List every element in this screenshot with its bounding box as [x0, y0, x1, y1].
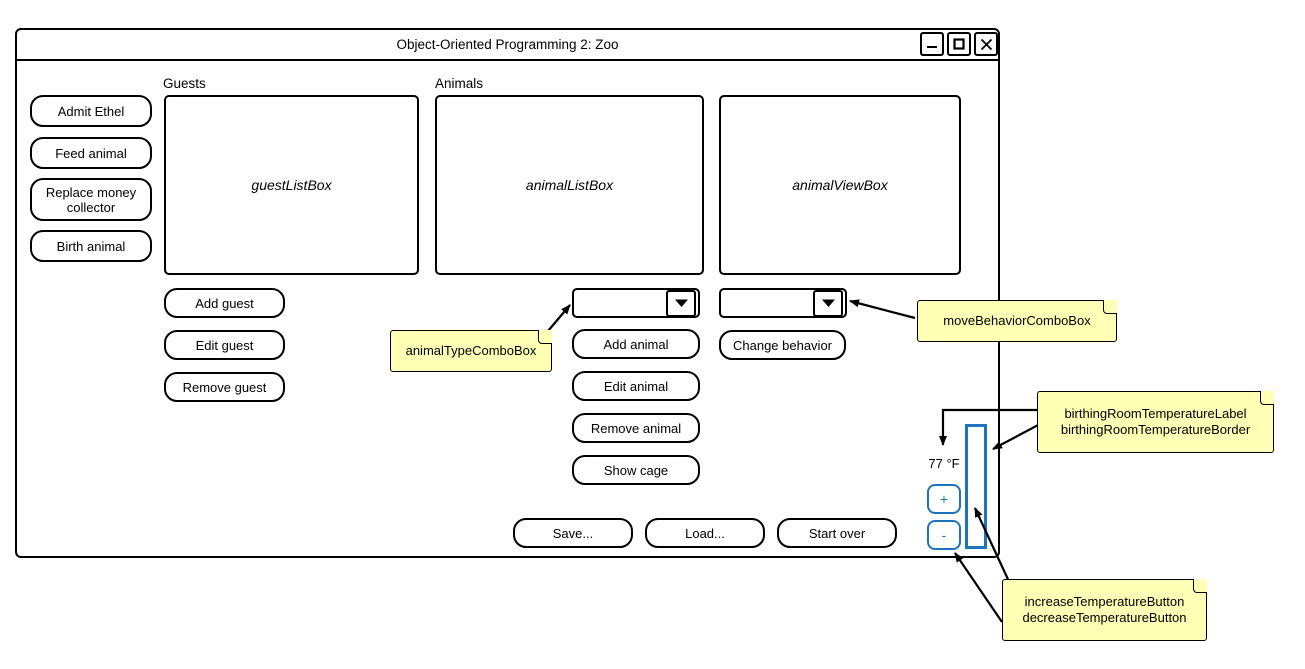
chevron-down-icon[interactable]: [813, 289, 843, 317]
animal-list-box[interactable]: animalListBox: [435, 95, 704, 275]
callout-text: birthingRoomTemperatureLabel birthingRoo…: [1060, 406, 1251, 437]
callout-temperature-buttons: increaseTemperatureButton decreaseTemper…: [1002, 579, 1207, 641]
admit-ethel-button[interactable]: Admit Ethel: [30, 95, 152, 127]
remove-animal-button[interactable]: Remove animal: [572, 413, 700, 443]
button-label: Change behavior: [732, 337, 833, 353]
maximize-button[interactable]: [947, 32, 971, 56]
button-label: Remove animal: [590, 420, 682, 436]
button-label: Show cage: [603, 462, 669, 478]
button-label: Save...: [552, 525, 594, 541]
close-icon: [980, 38, 992, 50]
minimize-icon: [927, 46, 937, 48]
callout-text: animalTypeComboBox: [405, 343, 537, 358]
animal-view-box-placeholder: animalViewBox: [792, 177, 888, 193]
edit-animal-button[interactable]: Edit animal: [572, 371, 700, 401]
animal-list-box-placeholder: animalListBox: [525, 177, 614, 193]
folded-corner-icon: [1103, 300, 1117, 314]
callout-text: moveBehaviorComboBox: [943, 313, 1091, 328]
window-title: Object-Oriented Programming 2: Zoo: [396, 37, 619, 52]
button-label: +: [939, 491, 949, 507]
move-behavior-combo-box[interactable]: [719, 288, 847, 318]
close-button[interactable]: [974, 32, 998, 56]
guests-label: Guests: [163, 76, 206, 91]
button-label: -: [941, 527, 947, 543]
leader-decrease-button: [954, 552, 1003, 623]
guest-list-box[interactable]: guestListBox: [164, 95, 419, 275]
animal-type-combo-box[interactable]: [572, 288, 700, 318]
button-label: Edit guest: [195, 337, 254, 353]
button-label: Remove guest: [182, 379, 267, 395]
birth-animal-button[interactable]: Birth animal: [30, 230, 152, 262]
increase-temperature-button[interactable]: +: [927, 484, 961, 514]
chevron-down-icon[interactable]: [666, 289, 696, 317]
change-behavior-button[interactable]: Change behavior: [719, 330, 846, 360]
remove-guest-button[interactable]: Remove guest: [164, 372, 285, 402]
add-animal-button[interactable]: Add animal: [572, 329, 700, 359]
add-guest-button[interactable]: Add guest: [164, 288, 285, 318]
animal-view-box[interactable]: animalViewBox: [719, 95, 961, 275]
button-label: Load...: [685, 525, 725, 541]
feed-animal-button[interactable]: Feed animal: [30, 137, 152, 169]
button-label: Start over: [808, 525, 866, 541]
decrease-temperature-button[interactable]: -: [927, 520, 961, 550]
animals-label: Animals: [435, 76, 484, 91]
start-over-button[interactable]: Start over: [777, 518, 897, 548]
button-label: Feed animal: [55, 145, 127, 161]
callout-move-behavior-combo-box: moveBehaviorComboBox: [917, 300, 1117, 342]
maximize-icon: [953, 38, 965, 50]
edit-guest-button[interactable]: Edit guest: [164, 330, 285, 360]
save-button[interactable]: Save...: [513, 518, 633, 548]
title-bar: [15, 28, 1000, 61]
folded-corner-icon: [1193, 579, 1207, 593]
button-label: Add animal: [603, 336, 669, 352]
button-label: Add guest: [195, 295, 254, 311]
guest-list-box-placeholder: guestListBox: [251, 177, 332, 193]
callout-text: increaseTemperatureButton decreaseTemper…: [1022, 594, 1187, 625]
callout-animal-type-combo-box: animalTypeComboBox: [390, 330, 552, 372]
load-button[interactable]: Load...: [645, 518, 765, 548]
folded-corner-icon: [538, 330, 552, 344]
callout-birthing-room-temperature: birthingRoomTemperatureLabel birthingRoo…: [1037, 391, 1274, 453]
folded-corner-icon: [1260, 391, 1274, 405]
button-label: Replace money collector: [45, 184, 137, 215]
button-label: Edit animal: [603, 378, 669, 394]
leader-temp-border: [992, 423, 1041, 450]
button-label: Birth animal: [56, 238, 126, 254]
birthing-room-temperature-border: [965, 424, 987, 549]
birthing-room-temperature-label: 77 °F: [928, 456, 960, 471]
minimize-button[interactable]: [920, 32, 944, 56]
replace-money-collector-button[interactable]: Replace money collector: [30, 178, 152, 221]
show-cage-button[interactable]: Show cage: [572, 455, 700, 485]
button-label: Admit Ethel: [57, 103, 125, 119]
